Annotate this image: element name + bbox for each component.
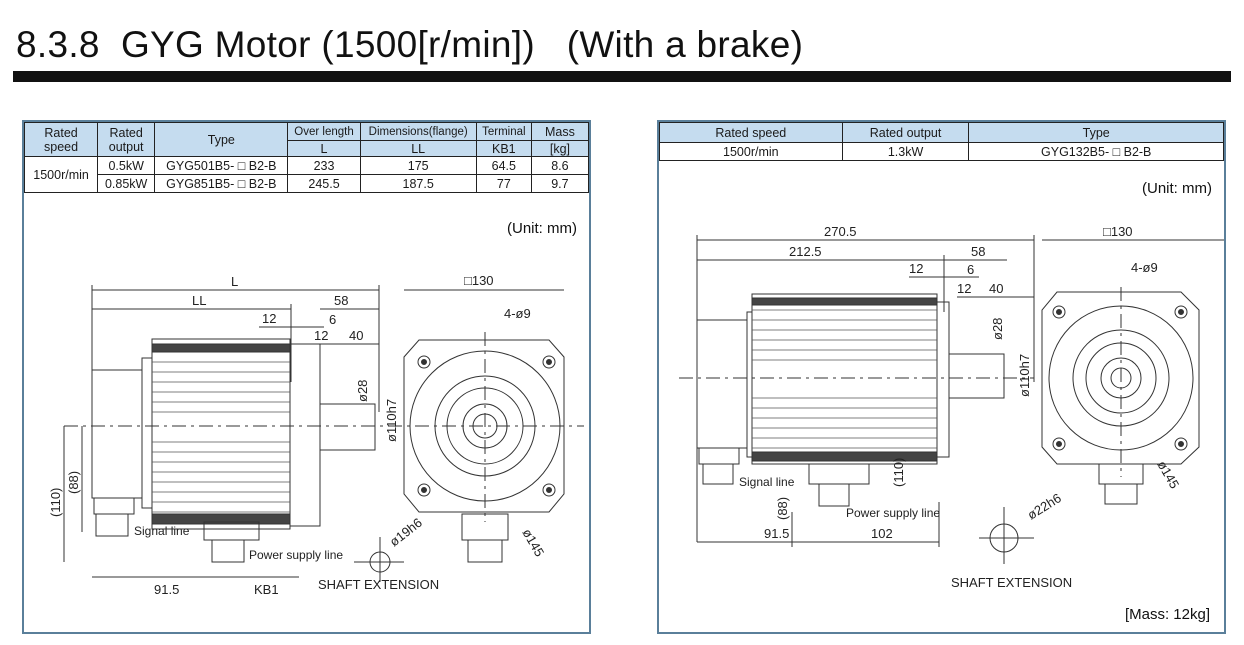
header-type: Type (154, 122, 289, 157)
cell-output: 0.85kW (97, 174, 156, 193)
cell-type: GYG132B5- □ B2-B (968, 142, 1224, 161)
page-title: 8.3.8 GYG Motor (1500[r/min]) (With a br… (16, 24, 804, 65)
cell-ll: 175 (359, 156, 477, 175)
cell-speed: 1500r/min (659, 142, 843, 161)
flange-square-label: □130 (464, 273, 494, 288)
holes-label: 4-ø9 (1131, 260, 1158, 275)
header-rated-output: Rated output (97, 122, 156, 157)
cell-ll: 187.5 (359, 174, 477, 193)
dia-22h6-label: ø22h6 (1025, 490, 1064, 522)
dim-58-label: 58 (334, 293, 348, 308)
dim-40-label: 40 (349, 328, 363, 343)
dim-212-5-label: 212.5 (789, 244, 822, 259)
dia-110h7-label: ø110h7 (1017, 354, 1032, 397)
dia-28-label: ø28 (990, 318, 1005, 340)
dim-6-label: 6 (329, 312, 336, 327)
dia-110h7-label: ø110h7 (384, 399, 399, 442)
shaft-extension-label: SHAFT EXTENSION (951, 575, 1072, 590)
cell-l: 233 (287, 156, 361, 175)
header-mass: Mass (530, 122, 590, 141)
cell-mass: 9.7 (530, 174, 590, 193)
cell-type: GYG851B5- □ B2-B (154, 174, 289, 193)
dim-12-label: 12 (262, 311, 276, 326)
dim-102-label: 102 (871, 526, 893, 541)
dia-145-label: ø145 (519, 526, 547, 559)
dia-19h6-label: ø19h6 (387, 515, 425, 550)
right-spec-table: Rated speed Rated output Type 1500r/min … (659, 122, 1224, 161)
dim-ll-label: LL (192, 293, 206, 308)
dim-6-label: 6 (967, 262, 974, 277)
cell-output: 1.3kW (841, 142, 970, 161)
unit-label: (Unit: mm) (507, 220, 577, 237)
dim-12-label: 12 (909, 261, 923, 276)
holes-label: 4-ø9 (504, 306, 531, 321)
right-motor-drawing: 270.5 212.5 58 12 6 12 40 ø28 ø110h7 (11… (679, 224, 1224, 590)
cell-output: 0.5kW (97, 156, 156, 175)
header-over-length: Over length (287, 122, 361, 141)
header-type: Type (968, 122, 1224, 143)
cell-mass: 8.6 (530, 156, 590, 175)
cell-speed: 1500r/min (23, 156, 99, 193)
header-rated-output: Rated output (841, 122, 970, 143)
signal-line-label: Signal line (134, 524, 190, 538)
dia-145-label: ø145 (1154, 458, 1182, 491)
header-rated-speed: Rated speed (659, 122, 843, 143)
dia-28-label: ø28 (355, 380, 370, 402)
dim-58-label: 58 (971, 244, 985, 259)
left-motor-drawing: L LL 58 12 6 12 40 ø28 ø110h7 (110) (88)… (48, 273, 584, 597)
dim-12b-label: 12 (314, 328, 328, 343)
header-ll: LL (359, 140, 477, 157)
left-spec-panel: Rated speed Rated output Type Over lengt… (22, 120, 591, 634)
header-dimensions: Dimensions(flange) (359, 122, 477, 141)
cell-l: 245.5 (287, 174, 361, 193)
cell-kb1: 77 (475, 174, 532, 193)
dim-270-5-label: 270.5 (824, 224, 857, 239)
cell-type: GYG501B5- □ B2-B (154, 156, 289, 175)
dim-40-label: 40 (989, 281, 1003, 296)
dim-kb1-label: KB1 (254, 582, 279, 597)
header-l: L (287, 140, 361, 157)
header-kg: [kg] (530, 140, 590, 157)
cell-kb1: 64.5 (475, 156, 532, 175)
dim-91-5-label: 91.5 (764, 526, 789, 541)
header-kb1: KB1 (475, 140, 532, 157)
dim-91-5-label: 91.5 (154, 582, 179, 597)
power-supply-line-label: Power supply line (846, 506, 940, 520)
shaft-extension-label: SHAFT EXTENSION (318, 577, 439, 592)
header-terminal: Terminal (475, 122, 532, 141)
flange-square-label: □130 (1103, 224, 1133, 239)
left-spec-table: Rated speed Rated output Type Over lengt… (23, 122, 590, 193)
title-rule (13, 71, 1231, 82)
dim-l-label: L (231, 274, 238, 289)
right-spec-panel: Rated speed Rated output Type 1500r/min … (657, 120, 1226, 634)
dim-88-label: (88) (66, 471, 81, 494)
dim-110-label: (110) (48, 488, 63, 517)
mass-label: [Mass: 12kg] (1124, 606, 1210, 623)
dim-12b-label: 12 (957, 281, 971, 296)
unit-label: (Unit: mm) (1142, 180, 1212, 197)
dim-88-label: (88) (775, 497, 790, 520)
signal-line-label: Signal line (739, 475, 795, 489)
power-supply-line-label: Power supply line (249, 548, 343, 562)
dim-110-label: (110) (891, 458, 906, 487)
header-rated-speed: Rated speed (23, 122, 99, 157)
